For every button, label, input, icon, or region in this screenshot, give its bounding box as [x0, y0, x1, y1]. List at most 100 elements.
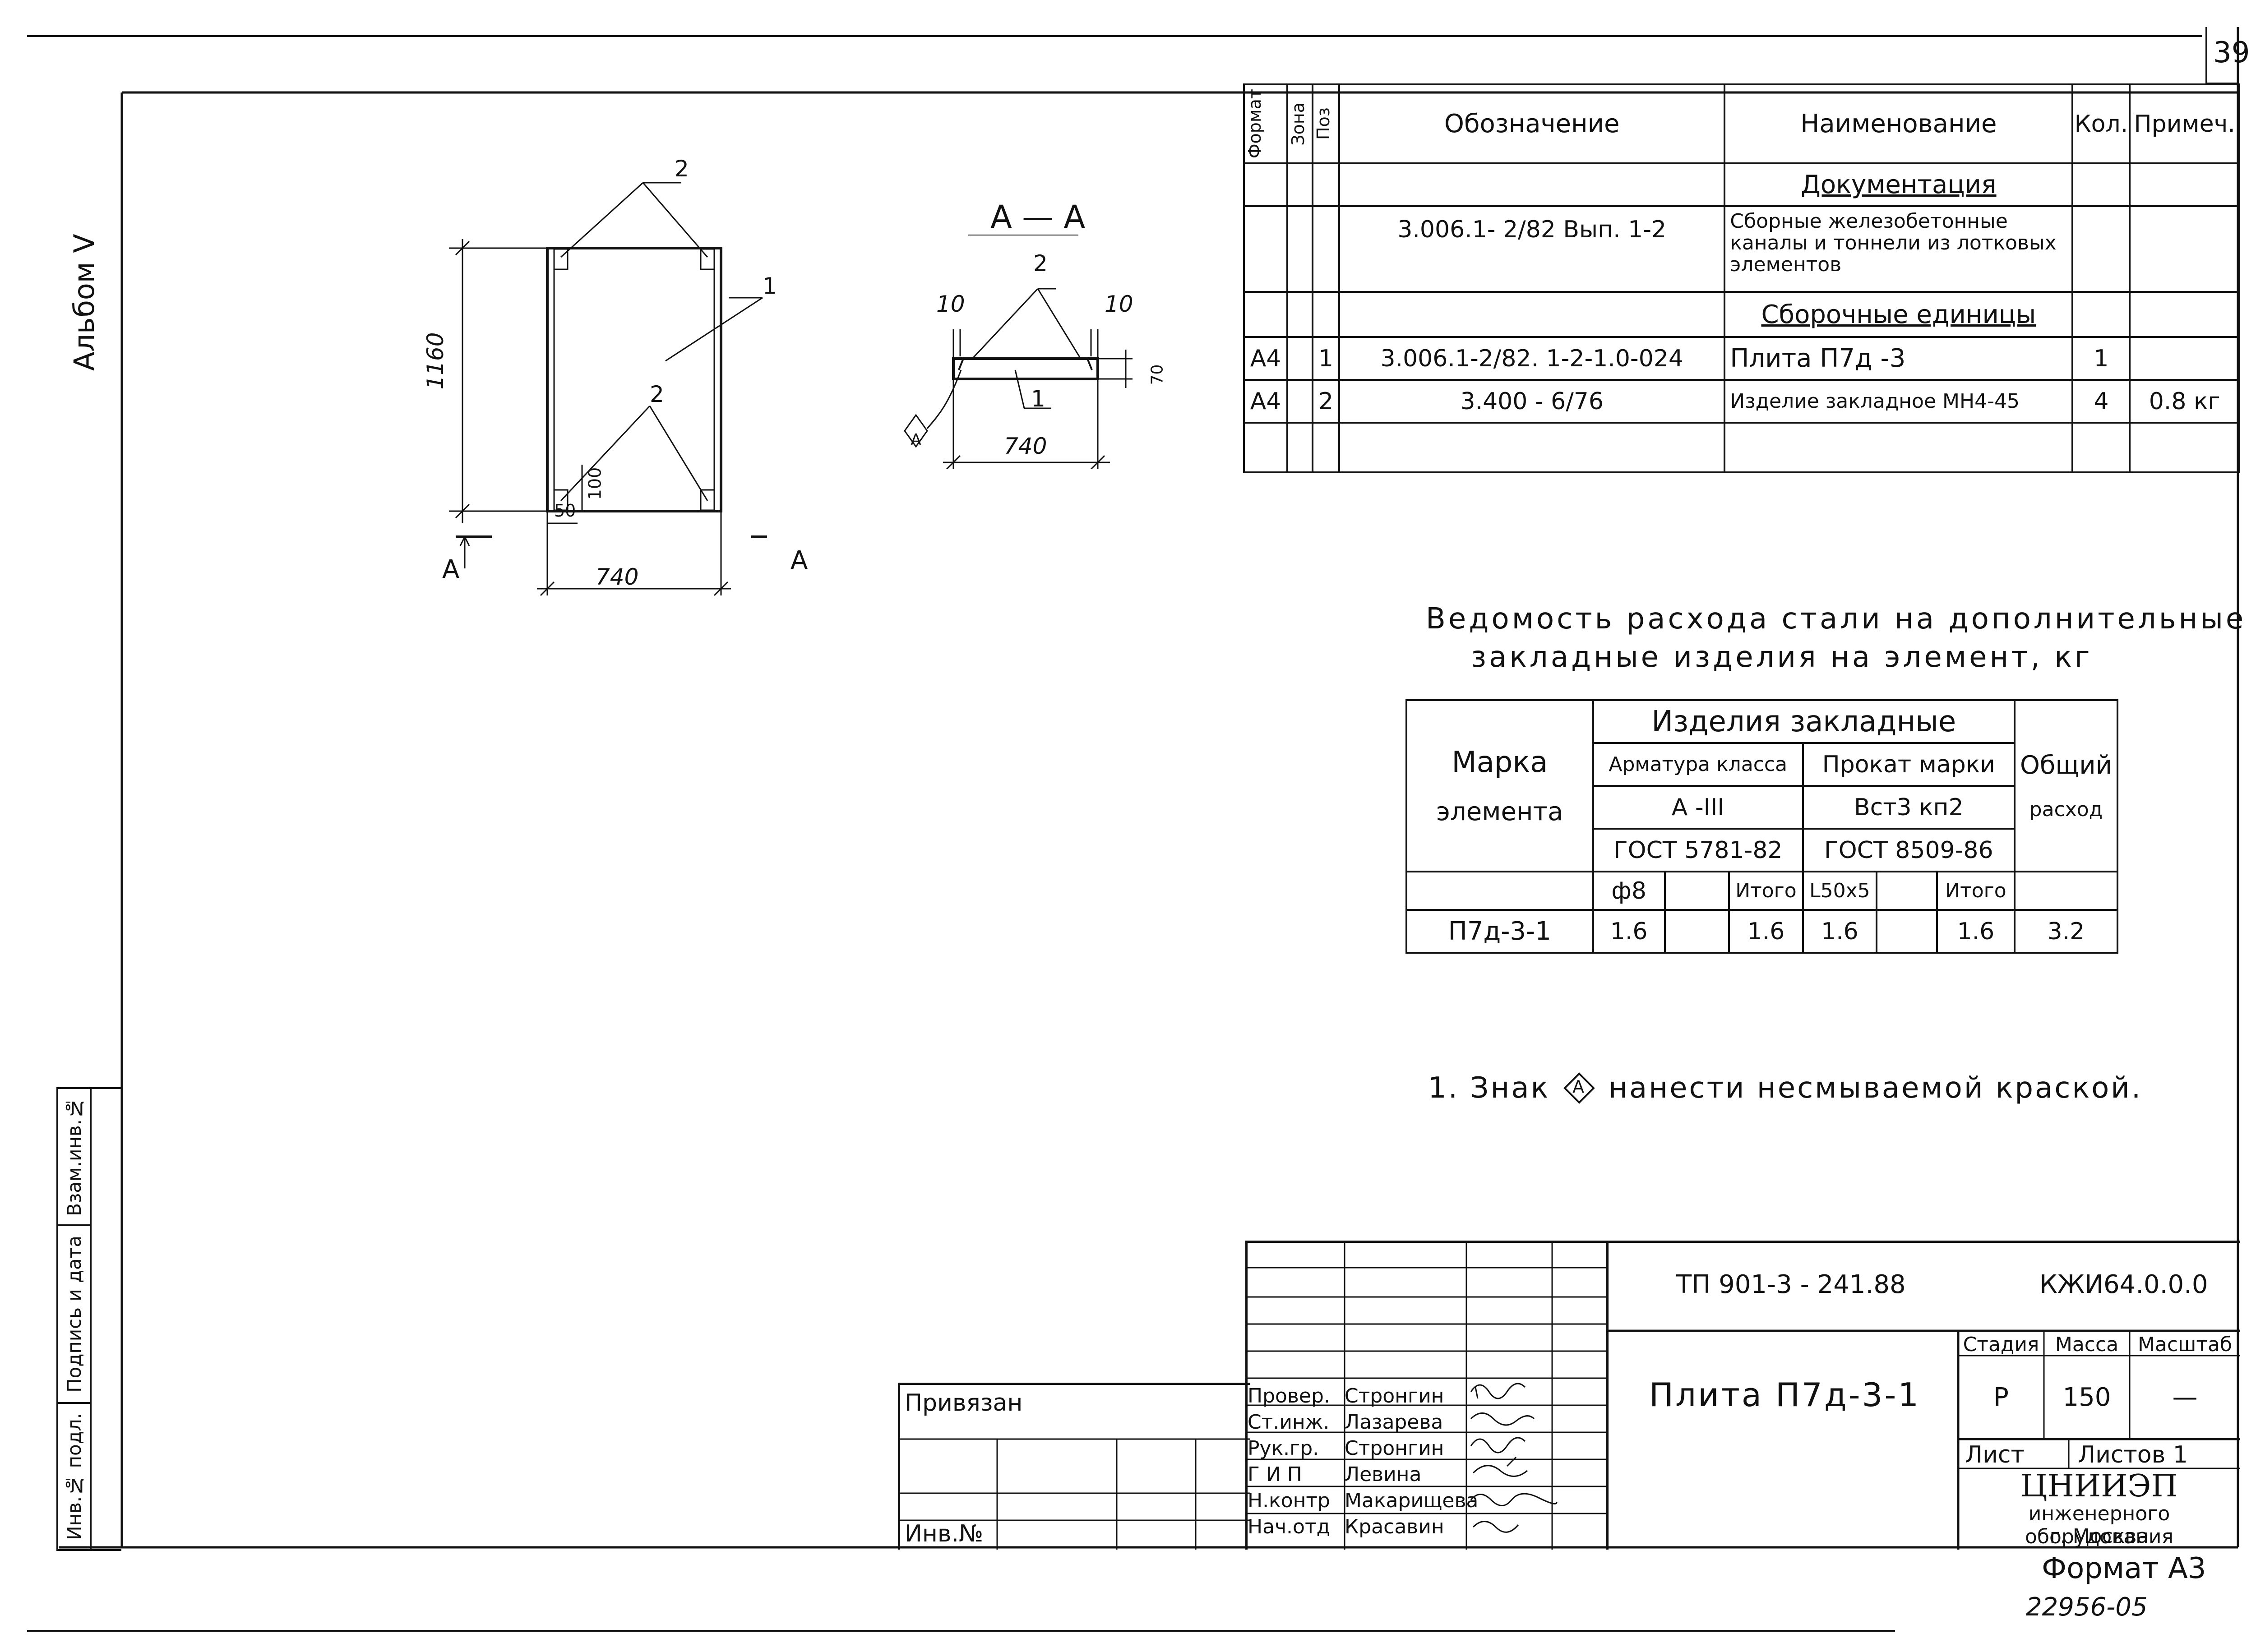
- steel-row-mark: П7д-3-1: [1405, 909, 1594, 954]
- inv-label: Инв.№: [905, 1520, 984, 1547]
- steel-rolled-grade: Вст3 кп2: [1802, 785, 2016, 830]
- section-view-drawing: [904, 235, 1133, 469]
- mass-label: Масса: [2055, 1333, 2119, 1356]
- stamp-orig-inv: Инв.№ подл.: [63, 1413, 85, 1540]
- table-row: А4 1 3.006.1-2/82. 1-2-1.0-024 Плита П7д…: [1243, 336, 2240, 381]
- project-code: ТП 901-3 - 241.88: [1676, 1270, 1906, 1299]
- stage-label: Стадия: [1963, 1333, 2039, 1356]
- steel-row-d8: 1.6: [1592, 909, 1666, 954]
- album-label: Альбом V: [68, 212, 104, 392]
- plan-dim-height: 1160: [422, 332, 448, 390]
- drawing-title: Плита П7д-3-1: [1649, 1376, 1921, 1414]
- steel-rebar-gost: ГОСТ 5781-82: [1592, 828, 1804, 872]
- plan-plate-outline: [546, 247, 722, 512]
- spec-doc-designation: 3.006.1- 2/82 Вып. 1-2: [1338, 205, 1726, 293]
- plan-view-drawing: [449, 182, 767, 596]
- spec-head-note: Примеч.: [2129, 83, 2240, 164]
- plan-pos2-bottom: 2: [650, 381, 664, 407]
- steel-row-l50: 1.6: [1802, 909, 1877, 954]
- spec-table: Формат Зона Поз Обозначение Наименование…: [1243, 83, 2240, 473]
- title-main: ТП 901-3 - 241.88 КЖИ64.0.0.0 Плита П7д-…: [1606, 1241, 2240, 1550]
- spec-head-name: Наименование: [1724, 83, 2074, 164]
- spec-row2-pos: 2: [1311, 379, 1341, 424]
- spec-row1-pos: 1: [1311, 336, 1341, 381]
- sheet-label: Лист: [1965, 1441, 2025, 1468]
- spec-row1-name: Плита П7д -3: [1724, 336, 2074, 381]
- note-symbol: А: [1572, 1077, 1586, 1097]
- steel-row-total1: 1.6: [1728, 909, 1804, 954]
- spec-head-pos: Поз: [1311, 83, 1341, 164]
- signers-list: Провер.Стронгин Ст.инж.Лазарева Рук.гр.С…: [1248, 1383, 1563, 1540]
- cut-mark-right: А: [791, 546, 808, 575]
- steel-total-header: Общий расход: [2013, 699, 2119, 872]
- scale-value: —: [2172, 1383, 2198, 1412]
- steel-mark-header: Марка элемента: [1405, 699, 1594, 872]
- plan-pos1: 1: [763, 273, 777, 299]
- org-line1: ЦНИИЭП: [2020, 1468, 2178, 1504]
- section-title: А — А: [990, 198, 1086, 235]
- spec-head-qty: Кол.: [2071, 83, 2131, 164]
- embed-bottom-right: [700, 489, 715, 511]
- left-stamp-col: Взам.инв.№ Подпись и дата Инв.№ подл.: [58, 1089, 92, 1549]
- steel-title-1: Ведомость расхода стали на дополнительны…: [1426, 602, 2247, 636]
- section-dim-left: 10: [936, 291, 965, 317]
- section-pos2: 2: [1033, 250, 1048, 277]
- steel-rebar-class: А -III: [1592, 785, 1804, 830]
- stamp-replace-inv: Взам.инв.№: [63, 1097, 85, 1216]
- table-row: [1243, 422, 2240, 473]
- steel-row-grand: 3.2: [2013, 909, 2119, 954]
- signer-row: Провер.Стронгин: [1248, 1384, 1444, 1407]
- steel-col-total2: Итого: [1936, 871, 2016, 911]
- scale-label: Масштаб: [2137, 1333, 2233, 1356]
- note: 1. Знак А нанести несмываемой краской.: [1428, 1071, 2142, 1105]
- section-mark-letter: А: [911, 431, 921, 449]
- left-stamp-blank: [92, 1089, 121, 1549]
- spec-section-docs: Документация: [1724, 162, 2074, 207]
- title-signers: [1245, 1241, 1609, 1550]
- stamp-sign-date: Подпись и дата: [63, 1236, 85, 1393]
- org-line3: г. Москва: [2049, 1525, 2149, 1548]
- bottom-number: 22956-05: [2026, 1592, 2148, 1622]
- stamp-cell-sign: Подпись и дата: [58, 1226, 90, 1404]
- spec-row2-name: Изделие закладное МН4-45: [1724, 379, 2074, 424]
- format-label: Формат А3: [2042, 1552, 2206, 1585]
- stamp-cell-replace: Взам.инв.№: [58, 1089, 90, 1226]
- plan-dim-corner-w: 50: [554, 501, 576, 521]
- attached-block: Привязан Инв.№: [898, 1383, 1250, 1550]
- steel-rolled-gost: ГОСТ 8509-86: [1802, 828, 2016, 872]
- table-row: Документация: [1243, 162, 2240, 207]
- steel-col-l50: L50х5: [1802, 871, 1877, 911]
- spec-head-designation: Обозначение: [1338, 83, 1726, 164]
- steel-row-total2: 1.6: [1936, 909, 2016, 954]
- plan-dim-width: 740: [596, 564, 639, 590]
- embed-top-right: [700, 248, 715, 270]
- page-number: 39: [2213, 36, 2250, 69]
- note-diamond-icon: А: [1563, 1072, 1595, 1104]
- spec-doc-name: Сборные железобетонные каналы и тоннели …: [1724, 205, 2074, 293]
- section-mark-diamond: [904, 414, 928, 448]
- cut-mark-left: А: [442, 555, 460, 584]
- left-stamp: Взам.инв.№ Подпись и дата Инв.№ подл.: [56, 1087, 121, 1551]
- plan-dim-corner-h: 100: [585, 467, 605, 500]
- section-dim-thickness: 70: [1148, 364, 1167, 385]
- spec-row1-format: А4: [1243, 336, 1289, 381]
- stage-value: Р: [1993, 1383, 2009, 1412]
- steel-rolled-header: Прокат марки: [1802, 742, 2016, 787]
- spec-head-format: Формат: [1243, 83, 1289, 164]
- org-line2: инженерного оборудования: [2025, 1502, 2173, 1548]
- spec-row1-note: [2129, 336, 2240, 381]
- note-prefix: 1. Знак: [1428, 1071, 1550, 1105]
- signer-row: Рук.гр.Стронгин: [1248, 1436, 1444, 1460]
- spec-section-assemblies: Сборочные единицы: [1724, 291, 2074, 338]
- spec-row1-qty: 1: [2071, 336, 2131, 381]
- table-row: 3.006.1- 2/82 Вып. 1-2 Сборные железобет…: [1243, 205, 2240, 293]
- mass-value: 150: [2062, 1383, 2111, 1412]
- stamp-cell-orig: Инв.№ подл.: [58, 1404, 90, 1549]
- steel-rebar-header: Арматура класса: [1592, 742, 1804, 787]
- steel-title-2: закладные изделия на элемент, кг: [1471, 641, 2093, 674]
- album-text: Альбом V: [68, 234, 101, 371]
- embed-bottom-left: [553, 489, 569, 511]
